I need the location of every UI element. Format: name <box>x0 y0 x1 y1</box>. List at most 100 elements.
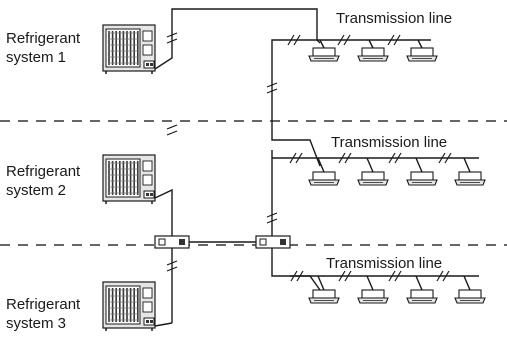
indoor-unit-icon <box>308 171 340 186</box>
wire-break-stroke <box>293 34 301 46</box>
indoor-drop-wire <box>415 275 423 291</box>
indoor-unit-icon <box>357 47 389 62</box>
indoor-drop-wire <box>463 275 471 291</box>
wire-break-icon <box>338 152 352 164</box>
wire-break-icon <box>266 212 278 224</box>
side-panel <box>142 287 153 299</box>
wire-break-icon <box>266 82 278 94</box>
side-panel <box>142 174 153 186</box>
outdoor-unit-icon <box>102 24 156 74</box>
wire-break-icon <box>166 32 178 44</box>
wire-break-icon <box>338 270 352 282</box>
terminal-dot <box>146 320 149 323</box>
adapter-icon <box>154 235 190 249</box>
transmission-line-label-1: Transmission line <box>336 10 453 27</box>
indoor-unit-top <box>312 47 336 57</box>
indoor-unit-top <box>410 171 434 181</box>
indoor-drop-wire <box>317 157 325 173</box>
indoor-unit-top <box>361 171 385 181</box>
wire-break-icon <box>290 270 304 282</box>
wire-break-icon <box>387 34 401 46</box>
indoor-drop-wire <box>366 275 374 291</box>
wire-break-stroke <box>436 270 444 282</box>
indoor-unit-icon <box>406 289 438 304</box>
system-3-label-line1: Refrigerant <box>6 296 81 313</box>
transmission-line-label-2: Transmission line <box>331 134 448 151</box>
wire-break-stroke <box>388 152 396 164</box>
indoor-unit-top <box>312 289 336 299</box>
wire-break-stroke <box>343 34 351 46</box>
wire-break-stroke <box>442 270 450 282</box>
wire-break-icon <box>388 270 402 282</box>
wire-break-stroke <box>290 270 298 282</box>
branch-3-wire <box>271 248 321 291</box>
indoor-unit-icon <box>406 47 438 62</box>
wire-break-stroke <box>388 270 396 282</box>
system2-to-adapter-wire <box>154 188 173 236</box>
wire-break-stroke <box>393 34 401 46</box>
wire-break-stroke <box>166 32 178 38</box>
wire-break-stroke <box>394 270 402 282</box>
indoor-unit-top <box>410 47 434 57</box>
indoor-drop-wire <box>463 157 471 173</box>
wire-break-stroke <box>166 38 178 44</box>
indoor-unit-icon <box>454 171 486 186</box>
wire-break-stroke <box>387 34 395 46</box>
wire-break-stroke <box>394 152 402 164</box>
wire-break-stroke <box>166 124 178 130</box>
system-2-label: Refrigerant system 2 <box>6 162 80 200</box>
system-1-label-line2: system 1 <box>6 49 67 66</box>
wire-break-icon <box>436 270 450 282</box>
indoor-unit-icon <box>308 289 340 304</box>
indoor-drop-wire <box>317 275 325 291</box>
terminal-dot <box>150 320 153 323</box>
wire-break-stroke <box>266 88 278 94</box>
terminal-dot <box>150 63 153 66</box>
indoor-unit-icon <box>454 289 486 304</box>
wire-break-stroke <box>444 152 452 164</box>
wire-break-stroke <box>338 152 346 164</box>
wire-break-stroke <box>344 270 352 282</box>
wire-break-stroke <box>344 152 352 164</box>
wire-break-stroke <box>266 212 278 218</box>
indoor-drop-wire <box>319 39 325 49</box>
adapter-port <box>179 239 185 245</box>
wire-break-stroke <box>266 82 278 88</box>
indoor-unit-top <box>361 47 385 57</box>
side-panel <box>142 30 153 42</box>
indoor-unit-top <box>458 289 482 299</box>
wire-break-icon <box>337 34 351 46</box>
indoor-unit-icon <box>406 171 438 186</box>
indoor-unit-top <box>410 289 434 299</box>
system3-wire <box>154 322 173 327</box>
wire-break-stroke <box>289 152 297 164</box>
wire-break-stroke <box>438 152 446 164</box>
indoor-unit-top <box>458 171 482 181</box>
side-panel <box>142 160 153 172</box>
system-2-label-line2: system 2 <box>6 182 67 199</box>
wire-break-stroke <box>337 34 345 46</box>
adapter-port <box>259 238 267 246</box>
wire-break-icon <box>438 152 452 164</box>
wire-break-icon <box>287 34 301 46</box>
wire-break-icon <box>166 260 178 272</box>
indoor-unit-icon <box>357 289 389 304</box>
transmission-line-label-3: Transmission line <box>326 255 443 272</box>
system-3-label-line2: system 3 <box>6 315 67 332</box>
indoor-drop-wire <box>415 157 423 173</box>
indoor-drop-wire <box>366 157 374 173</box>
side-panel <box>142 44 153 56</box>
terminal-dot <box>146 193 149 196</box>
side-panel <box>142 301 153 313</box>
system-1-label: Refrigerant system 1 <box>6 29 80 67</box>
system-2-label-line1: Refrigerant <box>6 163 81 180</box>
wire-break-stroke <box>166 266 178 272</box>
wire-break-stroke <box>338 270 346 282</box>
system-3-label: Refrigerant system 3 <box>6 295 80 333</box>
wire-break-icon <box>388 152 402 164</box>
adapter-port <box>280 239 286 245</box>
wire-break-icon <box>166 124 178 136</box>
indoor-unit-top <box>312 171 336 181</box>
indoor-unit-icon <box>308 47 340 62</box>
